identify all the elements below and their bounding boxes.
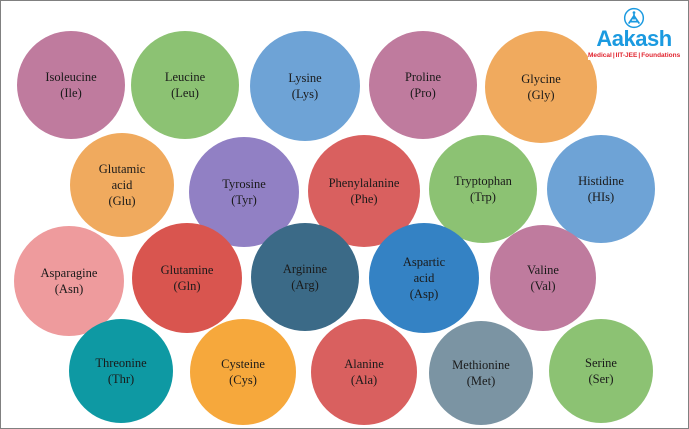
bubble-name: Phenylalanine [328,176,400,190]
bubble-name: Glutamine [160,263,214,277]
bubble-lysine[interactable]: Lysine (Lys) [250,31,360,141]
bubble-abbreviation: (Tyr) [231,193,257,207]
logo-wordmark: Aakash [596,26,672,51]
bubble-abbreviation: (HIs) [587,190,615,204]
logo-tagline-separator: | [612,52,615,59]
bubble-name-line2: acid [413,271,435,285]
bubble-name: Leucine [164,70,206,84]
bubble-name: Lysine [288,71,322,85]
bubble-abbreviation: (Thr) [107,372,135,386]
bubble-name: Valine [527,263,559,277]
bubble-abbreviation: (Glu) [108,194,136,208]
aakash-logo: Aakash Medical|IIT-JEE|Foundations [587,7,681,65]
bubble-abbreviation: (Asp) [409,287,439,301]
bubble-glutamine[interactable]: Glutamine (Gln) [132,223,242,333]
bubble-methionine[interactable]: Methionine (Met) [429,321,533,425]
bubble-name: Glycine [521,72,561,86]
bubble-abbreviation: (Ser) [588,372,614,386]
bubble-abbreviation: (Ile) [60,86,82,100]
bubble-name: Methionine [452,358,510,372]
bubble-aspartic[interactable]: Aspartic acid (Asp) [369,223,479,333]
bubble-name: Aspartic [402,255,446,269]
bubble-tryptophan[interactable]: Tryptophan (Trp) [429,135,537,243]
bubble-abbreviation: (Val) [530,279,556,293]
bubble-name-line2: acid [111,178,133,192]
bubble-arginine[interactable]: Arginine (Arg) [251,223,359,331]
bubble-alanine[interactable]: Alanine (Ala) [311,319,417,425]
bubble-name: Serine [585,356,617,370]
bubble-name: Isoleucine [45,70,97,84]
bubble-name: Tyrosine [222,177,266,191]
bubble-name: Histidine [578,174,624,188]
person-in-circle-icon [623,7,645,29]
bubble-name: Tryptophan [454,174,512,188]
bubble-abbreviation: (Arg) [291,278,319,292]
bubble-name: Glutamic [98,162,146,176]
bubble-abbreviation: (Gly) [527,88,555,102]
bubble-proline[interactable]: Proline (Pro) [369,31,477,139]
logo-tagline-part: Foundations [641,52,681,59]
bubble-histidine[interactable]: Histidine (HIs) [547,135,655,243]
logo-tagline: Medical|IIT-JEE|Foundations [588,51,680,60]
bubble-name: Cysteine [221,357,265,371]
bubble-name: Alanine [344,357,384,371]
bubble-abbreviation: (Met) [466,374,496,388]
bubble-isoleucine[interactable]: Isoleucine (Ile) [17,31,125,139]
bubble-abbreviation: (Cys) [229,373,257,387]
logo-tagline-part: Medical [588,52,612,59]
bubble-leucine[interactable]: Leucine (Leu) [131,31,239,139]
bubble-name: Threonine [95,356,147,370]
bubble-abbreviation: (Pro) [410,86,436,100]
bubble-threonine[interactable]: Threonine (Thr) [69,319,173,423]
bubble-name: Arginine [282,262,328,276]
bubble-glycine[interactable]: Glycine (Gly) [485,31,597,143]
bubble-abbreviation: (Lys) [291,87,319,101]
bubble-serine[interactable]: Serine (Ser) [549,319,653,423]
bubble-abbreviation: (Ala) [350,373,378,387]
bubble-abbreviation: (Asn) [54,282,84,296]
bubble-abbreviation: (Leu) [171,86,199,100]
bubble-name: Proline [404,70,442,84]
bubble-asparagine[interactable]: Asparagine (Asn) [14,226,124,336]
bubble-abbreviation: (Phe) [350,192,378,206]
bubble-abbreviation: (Gln) [173,279,201,293]
bubble-valine[interactable]: Valine (Val) [490,225,596,331]
bubble-name: Asparagine [40,266,98,280]
bubble-abbreviation: (Trp) [470,190,496,204]
bubble-cysteine[interactable]: Cysteine (Cys) [190,319,296,425]
logo-tagline-separator: | [638,52,641,59]
logo-tagline-part: IIT-JEE [615,52,638,59]
bubble-glutamic[interactable]: Glutamic acid (Glu) [70,133,174,237]
